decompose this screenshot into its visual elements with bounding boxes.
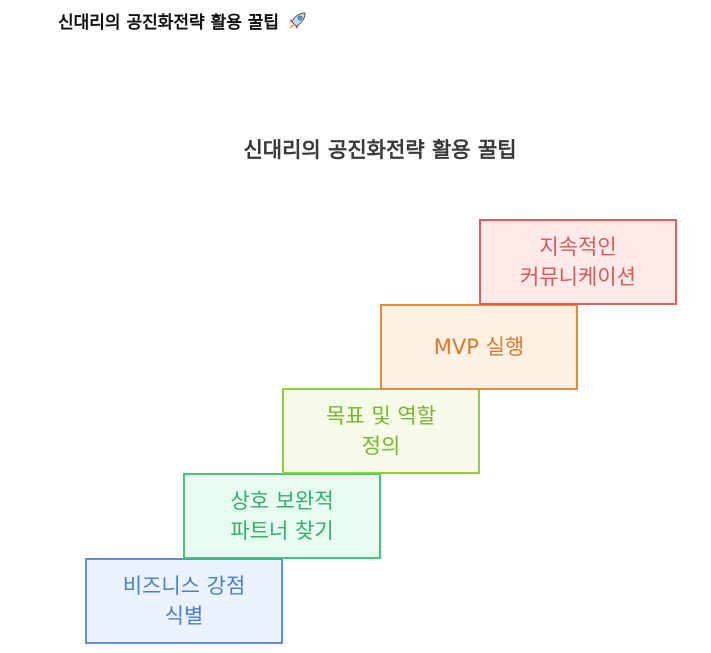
step-label-line: 파트너 찾기: [230, 519, 334, 543]
step-label-line: 지속적인: [539, 235, 617, 259]
step-find-complementary-partners: 상호 보완적 파트너 찾기: [183, 473, 381, 559]
step-label-line: 커뮤니케이션: [520, 265, 636, 289]
step-label-line: 상호 보완적: [230, 489, 334, 513]
rocket-icon: [285, 9, 309, 33]
step-identify-business-strengths: 비즈니스 강점 식별: [85, 558, 283, 644]
step-label-line: 목표 및 역할: [326, 404, 436, 428]
step-label-line: MVP 실행: [433, 335, 525, 359]
page-heading-text: 신대리의 공진화전략 활용 꿀팁: [58, 13, 280, 33]
step-continuous-communication: 지속적인 커뮤니케이션: [479, 219, 677, 305]
diagram-title: 신대리의 공진화전략 활용 꿀팁: [243, 138, 517, 162]
step-label-line: 식별: [164, 604, 204, 628]
step-define-goals-and-roles: 목표 및 역할 정의: [282, 388, 480, 474]
step-label-line: 정의: [361, 434, 401, 458]
page-heading: 신대리의 공진화전략 활용 꿀팁: [58, 8, 309, 33]
step-label-line: 비즈니스 강점: [122, 574, 246, 598]
step-execute-mvp: MVP 실행: [380, 304, 578, 390]
